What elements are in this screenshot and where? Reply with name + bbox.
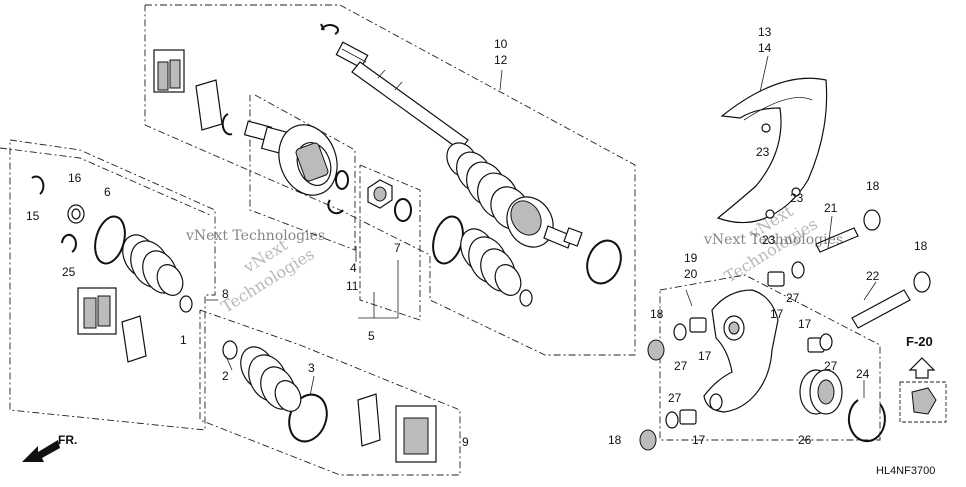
callout-13: 13 bbox=[758, 25, 772, 39]
front-arrow-icon bbox=[22, 440, 60, 462]
group-outline-shaft bbox=[144, 4, 636, 356]
group-outline-boot-kit-upper bbox=[9, 139, 216, 431]
grease-packets-upper bbox=[153, 49, 223, 131]
callout-17-right: 17 bbox=[798, 317, 812, 331]
rear-knuckle bbox=[703, 289, 779, 413]
clip-15 bbox=[31, 175, 45, 195]
callout-26: 26 bbox=[798, 433, 812, 447]
boot-lower bbox=[222, 340, 302, 412]
grease-packets-lower bbox=[357, 393, 437, 463]
callout-18-right: 18 bbox=[914, 239, 928, 253]
ring-16 bbox=[67, 204, 85, 224]
leader-lines bbox=[206, 55, 877, 398]
callout-17-upper: 17 bbox=[770, 307, 784, 321]
callout-8: 8 bbox=[222, 287, 229, 301]
callout-15: 15 bbox=[26, 209, 40, 223]
callout-16: 16 bbox=[68, 171, 82, 185]
reference-label[interactable]: F-20 bbox=[906, 334, 933, 349]
callout-24: 24 bbox=[856, 367, 870, 381]
callout-12: 12 bbox=[494, 53, 508, 67]
collar-17-lower bbox=[665, 409, 697, 429]
boot-middle bbox=[460, 228, 533, 307]
seal-18-right bbox=[913, 271, 931, 293]
pin-22 bbox=[851, 289, 911, 329]
callout-5: 5 bbox=[368, 329, 375, 343]
reference-f20[interactable]: F-20 bbox=[899, 334, 947, 423]
seal-18-left bbox=[647, 339, 665, 361]
callout-7: 7 bbox=[394, 241, 401, 255]
front-direction-indicator: FR. bbox=[22, 433, 77, 462]
collar-17-upper bbox=[767, 261, 805, 287]
hub-bearing bbox=[799, 369, 843, 415]
callout-27-left: 27 bbox=[674, 359, 688, 373]
group-outline-boot-kit-9 bbox=[199, 309, 461, 476]
callout-14: 14 bbox=[758, 41, 772, 55]
collar-17-mid bbox=[673, 317, 707, 341]
boot-left bbox=[122, 234, 193, 313]
callout-17-mid: 17 bbox=[698, 349, 712, 363]
circlip-top bbox=[320, 23, 339, 35]
group-outline-boot-kit-lower bbox=[0, 147, 211, 216]
bearing-ring-4 bbox=[367, 179, 393, 209]
up-arrow-icon bbox=[908, 357, 936, 379]
callout-6: 6 bbox=[104, 185, 111, 199]
boot-band-shaft-right bbox=[586, 239, 622, 285]
callout-23-top: 23 bbox=[756, 145, 770, 159]
inner-joint bbox=[243, 120, 338, 196]
splash-guard bbox=[716, 77, 828, 224]
callout-27-lower: 27 bbox=[668, 391, 682, 405]
callout-10: 10 bbox=[494, 37, 508, 51]
callout-27-upper: 27 bbox=[786, 291, 800, 305]
callout-27-right: 27 bbox=[824, 359, 838, 373]
grease-packets-left bbox=[77, 287, 147, 363]
callout-4: 4 bbox=[350, 261, 357, 275]
watermark-text-right: vNext Technologies bbox=[703, 232, 843, 248]
snap-ring-upper-left bbox=[221, 113, 233, 136]
callout-25: 25 bbox=[62, 265, 76, 279]
callout-17-lower: 17 bbox=[692, 433, 706, 447]
callout-18-left: 18 bbox=[650, 307, 664, 321]
callout-19: 19 bbox=[684, 251, 698, 265]
group-outline-set-ring bbox=[359, 164, 421, 321]
front-arrow-label: FR. bbox=[58, 433, 77, 447]
group-outline-knuckle bbox=[659, 274, 881, 441]
callout-3: 3 bbox=[308, 361, 315, 375]
reference-box bbox=[899, 381, 947, 423]
callout-18-bottom: 18 bbox=[608, 433, 622, 447]
callout-9: 9 bbox=[462, 435, 469, 449]
watermark-text-left: vNext Technologies bbox=[185, 228, 325, 244]
callout-1: 1 bbox=[180, 333, 187, 347]
callout-23-mid: 23 bbox=[762, 233, 776, 247]
callout-20: 20 bbox=[684, 267, 698, 281]
clip-25 bbox=[61, 233, 77, 253]
collar-17-right bbox=[807, 333, 833, 353]
callout-21: 21 bbox=[824, 201, 838, 215]
callout-labels: 10 12 13 14 16 6 15 25 8 1 2 3 4 11 5 7 … bbox=[26, 25, 928, 449]
circlip-24 bbox=[847, 399, 886, 443]
callout-22: 22 bbox=[866, 269, 880, 283]
callout-18-upper: 18 bbox=[866, 179, 880, 193]
snap-ring-7 bbox=[394, 198, 412, 222]
seal-18-upper-right bbox=[863, 209, 881, 231]
drive-shaft-assembly bbox=[335, 41, 583, 249]
seal-18-bottom bbox=[639, 429, 657, 451]
callout-23-right: 23 bbox=[790, 191, 804, 205]
diagram-code: HL4NF3700 bbox=[876, 465, 935, 477]
callout-2: 2 bbox=[222, 369, 229, 383]
set-ring bbox=[327, 170, 349, 215]
pin-21 bbox=[815, 227, 859, 253]
callout-11: 11 bbox=[346, 279, 359, 293]
